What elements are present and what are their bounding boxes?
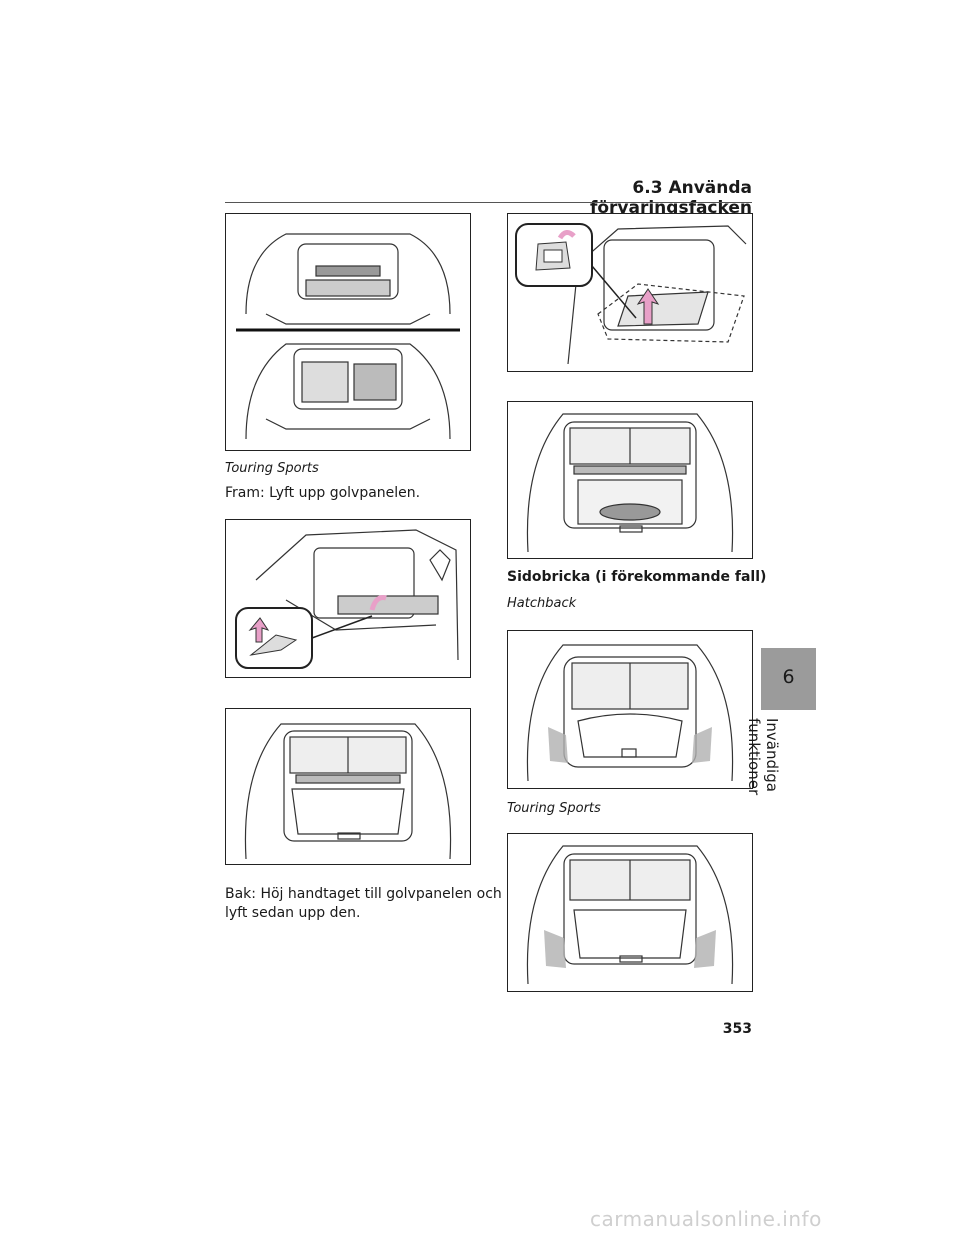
watermark: carmanualsonline.info <box>590 1207 822 1231</box>
caption-touring-sports-right: Touring Sports <box>507 801 601 816</box>
chapter-label: Invändiga funktioner <box>745 718 781 796</box>
chapter-tab <box>761 648 816 710</box>
inset-rear-handle <box>515 223 637 319</box>
figure-touring-front-lift <box>225 519 471 678</box>
text-front-instruction: Fram: Lyft upp golvpanelen. <box>225 485 421 501</box>
inset-handle <box>235 607 373 669</box>
page-number: 353 <box>722 1021 752 1037</box>
open-floor-illustration <box>526 413 734 553</box>
text-rear-instruction-line1: Bak: Höj handtaget till golvpanelen och <box>225 886 502 902</box>
figure-hatchback-side-tray <box>507 630 753 789</box>
touring-trunk-lift-illustration <box>235 529 459 669</box>
touring-rear-trunk-illustration <box>244 723 452 860</box>
chapter-number: 6 <box>782 666 795 688</box>
text-rear-instruction-line2: lyft sedan upp den. <box>225 905 361 921</box>
figure-hatchback-underfloor <box>225 213 471 451</box>
heading-side-tray: Sidobricka (i förekommande fall) <box>507 569 767 585</box>
touring-side-tray-illustration <box>526 845 734 985</box>
figure-touring-side-tray <box>507 833 753 992</box>
caption-touring-sports: Touring Sports <box>225 461 319 476</box>
header-divider <box>225 202 752 203</box>
hatchback-side-tray-illustration <box>526 644 734 782</box>
figure-open-floor <box>507 401 753 559</box>
caption-hatchback: Hatchback <box>507 596 577 611</box>
hatchback-trunk-illustration <box>236 233 460 440</box>
rear-handle-illustration <box>515 223 747 365</box>
figure-rear-handle-lift <box>507 213 753 372</box>
section-title: 6.3 Använda förvaringsfacken <box>589 178 752 218</box>
figure-touring-rear <box>225 708 471 865</box>
